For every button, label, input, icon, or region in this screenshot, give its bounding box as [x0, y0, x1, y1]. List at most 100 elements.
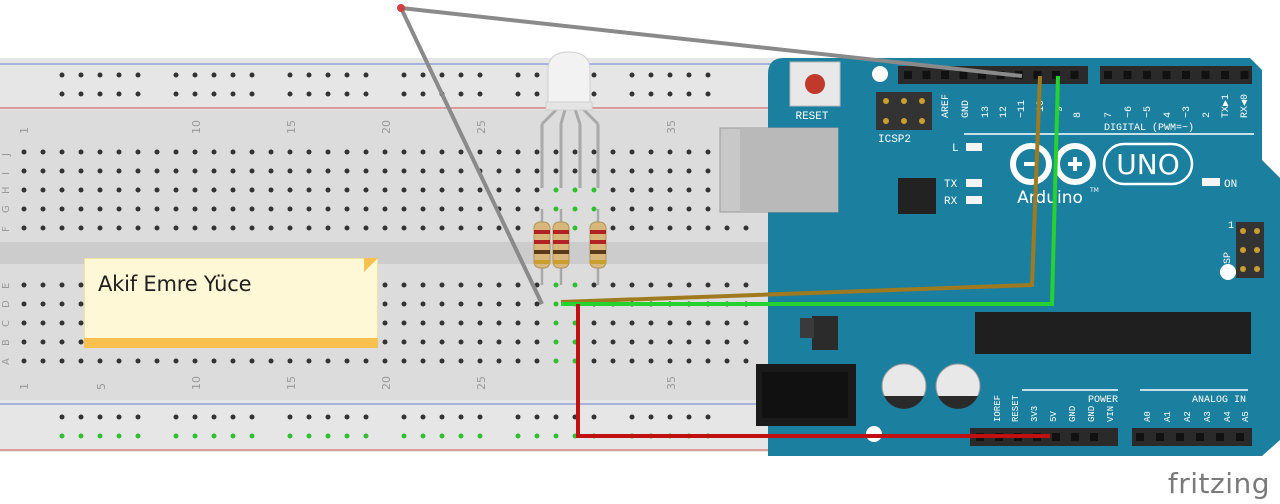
breadboard-hole — [458, 168, 464, 174]
rail-hole — [515, 72, 521, 78]
rail-hole — [59, 433, 65, 439]
breadboard-hole — [648, 149, 654, 155]
breadboard-hole — [230, 168, 236, 174]
rail-hole — [173, 72, 179, 78]
breadboard-hole — [477, 301, 483, 307]
breadboard-hole — [154, 187, 160, 193]
breadboard-hole — [401, 187, 407, 193]
breadboard-hole — [515, 320, 521, 326]
rail-hole — [287, 414, 293, 420]
breadboard-hole — [21, 301, 27, 307]
breadboard-hole — [287, 187, 293, 193]
resistor — [589, 209, 607, 285]
pin-label: VIN — [1106, 406, 1116, 422]
breadboard-hole — [439, 358, 445, 364]
breadboard-hole — [705, 282, 711, 288]
breadboard-hole — [610, 149, 616, 155]
header-pin — [1236, 433, 1244, 441]
breadboard-hole — [211, 168, 217, 174]
breadboard-hole — [458, 149, 464, 155]
breadboard-hole — [648, 225, 654, 231]
breadboard-hole — [439, 206, 445, 212]
breadboard-hole — [515, 282, 521, 288]
rail-hole — [477, 72, 483, 78]
rail-hole — [458, 433, 464, 439]
breadboard-hole — [363, 187, 369, 193]
breadboard-hole — [78, 168, 84, 174]
rx-label: RX — [944, 196, 958, 208]
rail-hole — [705, 414, 711, 420]
breadboard-hole — [534, 320, 540, 326]
reset-label: RESET — [795, 111, 828, 123]
breadboard-hole — [59, 320, 65, 326]
breadboard-hole — [287, 358, 293, 364]
breadboard-hole — [211, 206, 217, 212]
breadboard-hole — [59, 225, 65, 231]
rail-hole — [287, 72, 293, 78]
breadboard-hole — [420, 206, 426, 212]
pin-label: 13 — [981, 106, 992, 118]
rail-hole — [97, 72, 103, 78]
header-pin — [1201, 71, 1210, 79]
rail-hole — [135, 91, 141, 97]
pin-label: A3 — [1203, 411, 1213, 422]
breadboard-hole — [325, 225, 331, 231]
breadboard-hole — [496, 339, 502, 345]
rail-hole — [591, 91, 597, 97]
rail-hole — [230, 91, 236, 97]
breadboard-hole — [116, 358, 122, 364]
breadboard-hole — [553, 206, 559, 212]
breadboard-hole — [686, 225, 692, 231]
rail-hole — [230, 433, 236, 439]
breadboard-hole — [515, 301, 521, 307]
breadboard-hole — [515, 168, 521, 174]
breadboard-hole — [629, 282, 635, 288]
breadboard-hole — [249, 149, 255, 155]
column-number: 15 — [285, 376, 298, 390]
row-letter: E — [1, 283, 12, 289]
rail-hole — [97, 433, 103, 439]
breadboard-hole — [154, 206, 160, 212]
breadboard-hole — [287, 168, 293, 174]
pin-label: TX▶1 — [1221, 94, 1232, 118]
breadboard-hole — [21, 358, 27, 364]
breadboard-hole — [553, 339, 559, 345]
breadboard-hole — [705, 339, 711, 345]
green-wire — [561, 75, 1060, 306]
breadboard-hole — [268, 149, 274, 155]
breadboard-hole — [572, 168, 578, 174]
breadboard-hole — [515, 187, 521, 193]
breadboard-hole — [306, 168, 312, 174]
rail-hole — [173, 433, 179, 439]
rail-hole — [420, 414, 426, 420]
breadboard-hole — [667, 358, 673, 364]
rail-hole — [306, 433, 312, 439]
breadboard-hole — [515, 358, 521, 364]
breadboard-hole — [78, 206, 84, 212]
breadboard-hole — [743, 358, 749, 364]
icsp2-header — [876, 92, 932, 130]
rail-hole — [78, 72, 84, 78]
breadboard-hole — [230, 225, 236, 231]
rail-hole — [306, 72, 312, 78]
breadboard-hole — [610, 187, 616, 193]
rail-hole — [116, 72, 122, 78]
column-number: 15 — [285, 120, 298, 134]
breadboard-hole — [439, 282, 445, 288]
reset-button-cap[interactable] — [805, 74, 825, 94]
breadboard-hole — [382, 282, 388, 288]
rail-hole — [287, 433, 293, 439]
breadboard-hole — [534, 339, 540, 345]
breadboard-hole — [287, 149, 293, 155]
breadboard-hole — [648, 187, 654, 193]
rail-hole — [78, 433, 84, 439]
gray-wire — [399, 7, 544, 305]
pin-label: 12 — [999, 106, 1010, 118]
sticky-note[interactable]: Akif Emre Yüce — [84, 258, 378, 348]
breadboard-hole — [363, 225, 369, 231]
on-label: ON — [1224, 179, 1237, 191]
breadboard-hole — [496, 301, 502, 307]
breadboard-hole — [667, 339, 673, 345]
